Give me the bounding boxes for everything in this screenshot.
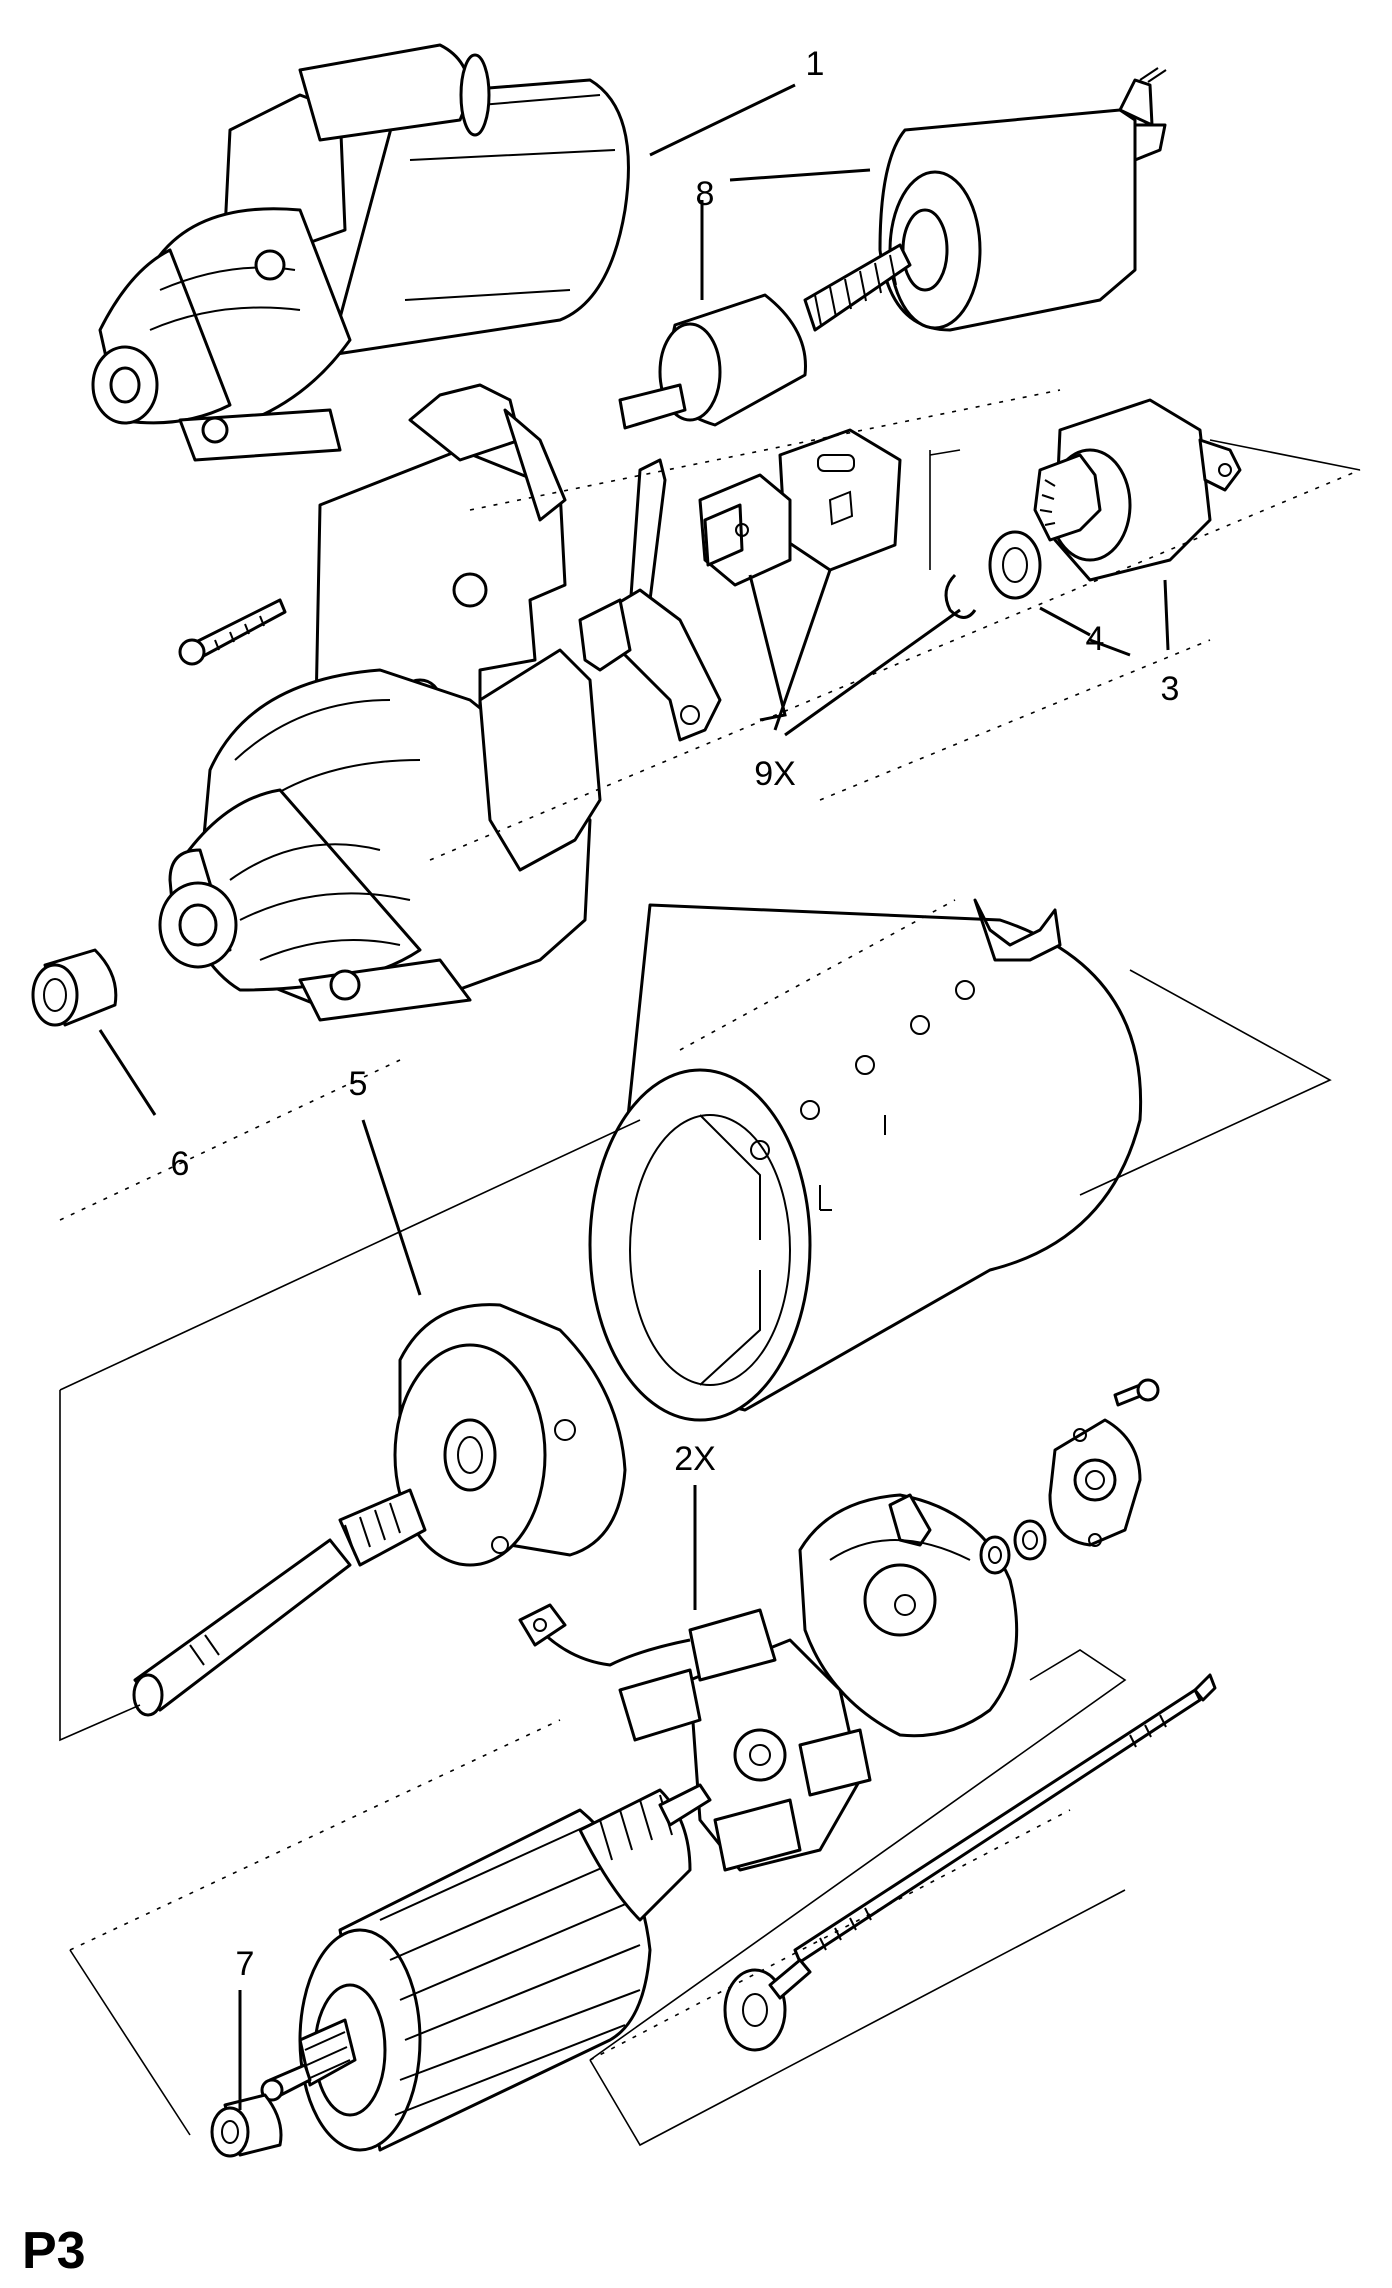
callout-2x: 2X xyxy=(674,1440,716,1478)
leader-lines xyxy=(98,83,1170,2110)
bush-part-7 xyxy=(210,2093,283,2158)
callout-9x: 9X xyxy=(754,755,796,793)
intermediate-bearing-plate xyxy=(393,1303,627,1567)
circlip xyxy=(944,573,977,619)
page-id: P3 xyxy=(22,2222,86,2280)
engagement-lever xyxy=(578,458,722,742)
terminal-connector xyxy=(778,428,902,572)
starter-motor-assembly xyxy=(91,43,630,462)
thrust-washer xyxy=(988,530,1042,600)
washer-pair xyxy=(979,1519,1047,1575)
commutator-end-cover xyxy=(798,1493,1019,1738)
callout-labels: 1 8 9X 4 3 6 5 2X 7 xyxy=(171,45,1180,1983)
end-cap-screw xyxy=(1113,1378,1160,1407)
armature xyxy=(260,1783,712,2152)
end-cap-plate xyxy=(1048,1418,1142,1547)
terminal-plug xyxy=(698,473,792,587)
bush-part-6 xyxy=(31,948,118,1027)
housing-bolt xyxy=(178,598,287,666)
drive-shaft xyxy=(132,1488,427,1717)
solenoid xyxy=(803,67,1167,332)
starter-housing xyxy=(158,383,602,1022)
callout-5: 5 xyxy=(349,1065,368,1103)
through-bolt xyxy=(723,1673,1217,2052)
drive-pinion xyxy=(1033,398,1242,582)
callout-8: 8 xyxy=(696,175,715,213)
callout-1: 1 xyxy=(806,45,825,83)
callout-6: 6 xyxy=(171,1145,190,1183)
brush-holder xyxy=(518,1603,872,1872)
callout-3: 3 xyxy=(1161,670,1180,708)
callout-4: 4 xyxy=(1086,620,1105,658)
yoke-housing xyxy=(588,898,1143,1422)
solenoid-plunger xyxy=(618,293,807,430)
alignment-lines xyxy=(59,389,1361,2147)
callout-7: 7 xyxy=(236,1945,255,1983)
